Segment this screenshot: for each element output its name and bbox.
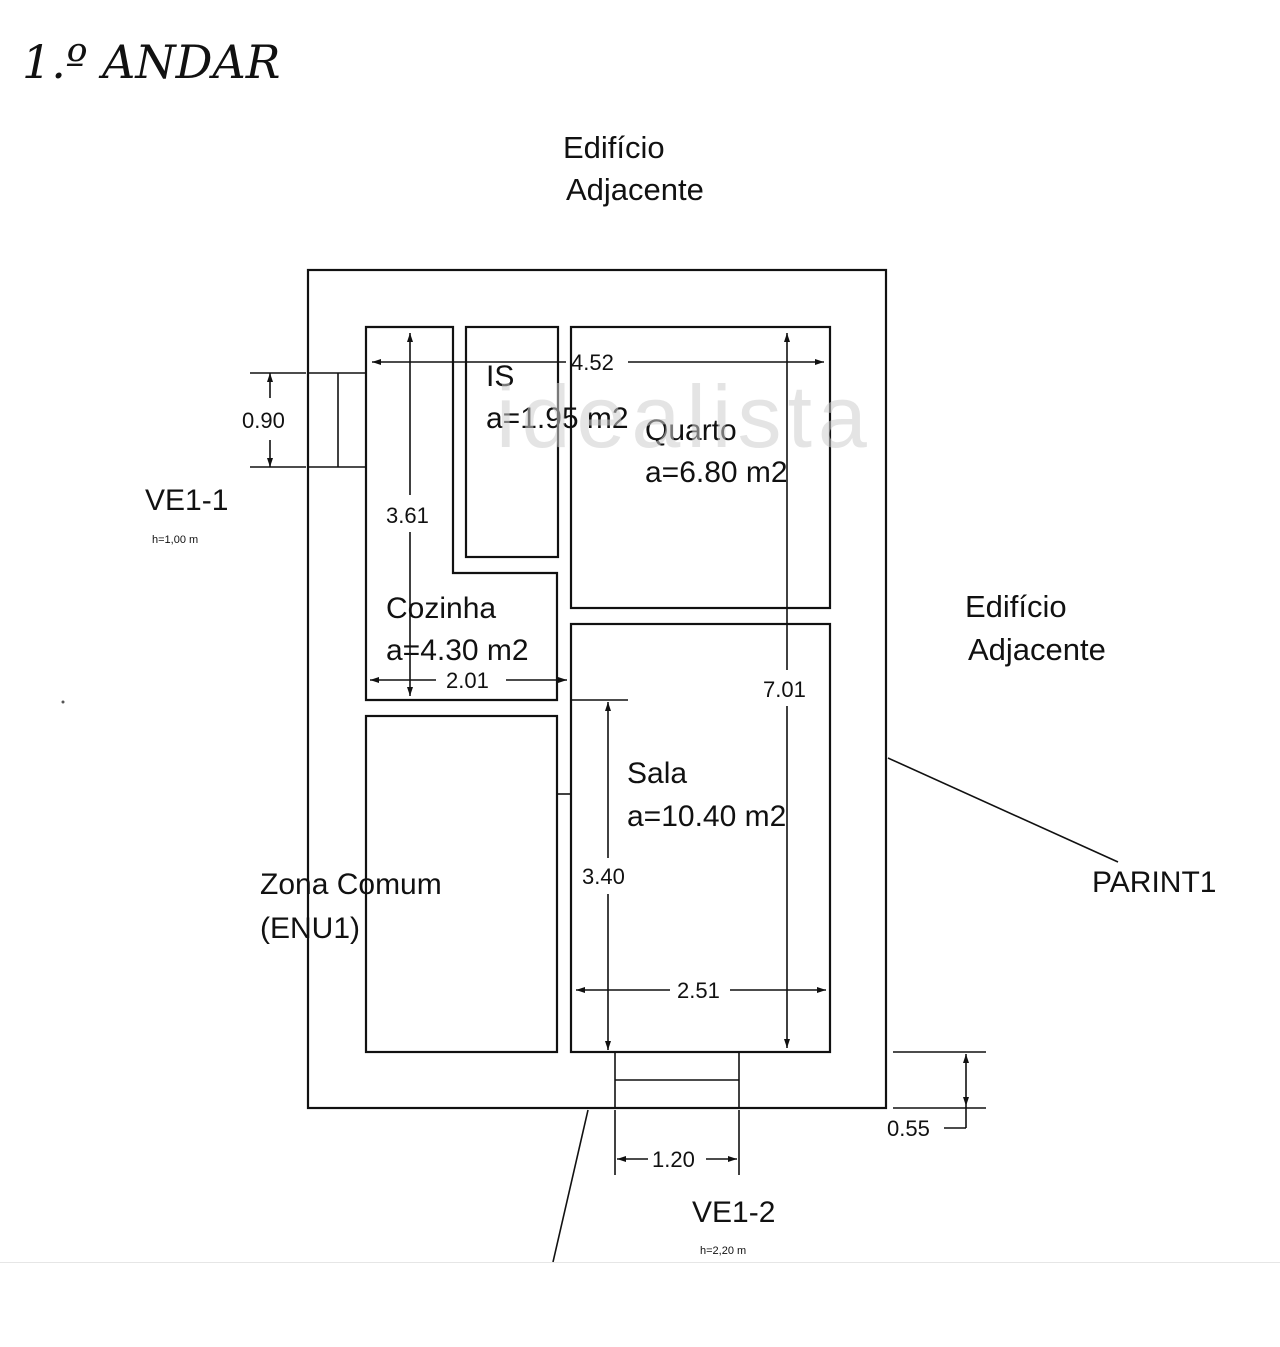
sala-room-name: Sala [627, 757, 687, 790]
cozinha-room [364, 325, 559, 702]
cozinha-room-name: Cozinha [386, 592, 496, 625]
adjacent-building-right-line2: Adjacente [968, 632, 1106, 667]
stray-dot [61, 700, 65, 704]
dim-251-label: 2.51 [677, 978, 720, 1003]
quarto-room-area: a=6.80 m2 [645, 456, 788, 489]
sala-room-area: a=10.40 m2 [627, 800, 786, 833]
outer-wall [306, 268, 888, 1110]
sala-room [569, 622, 832, 1054]
dim-340-label: 3.40 [582, 864, 625, 889]
leader-line-bottom [552, 1109, 589, 1262]
window-bottom-label: VE1-2 [692, 1196, 775, 1229]
window-bottom-height: h=2,20 m [700, 1245, 746, 1257]
window-left-height: h=1,00 m [152, 534, 198, 546]
leader-line-parint1 [887, 757, 1119, 863]
blank-footer [0, 1262, 1280, 1347]
quarto-room [569, 325, 832, 610]
dim-452-label: 4.52 [571, 350, 614, 375]
adjacent-building-right-line1: Edifício [965, 589, 1067, 624]
dim-090-label: 0.90 [242, 408, 285, 433]
is-room-name: IS [486, 360, 514, 393]
dim-701-label: 7.01 [763, 677, 806, 702]
window-left-label: VE1-1 [145, 484, 228, 517]
zona-comum-room [364, 714, 559, 1054]
watermark: idealista [496, 367, 873, 466]
dim-120-label: 1.20 [652, 1147, 695, 1172]
adjacent-building-top-line2: Adjacente [566, 172, 704, 207]
floor-title: 1.º ANDAR [22, 35, 280, 89]
is-room [464, 325, 560, 559]
is-room-area: a=1.95 m2 [486, 402, 629, 435]
dim-055-label: 0.55 [887, 1116, 930, 1141]
floor-plan: 1.º ANDAR Edifício Adjacente Edifício Ad… [22, 35, 1216, 1262]
wall-ref-label: PARINT1 [1092, 866, 1216, 899]
dim-201-label: 2.01 [446, 668, 489, 693]
zona-comum-code: (ENU1) [260, 912, 360, 945]
cozinha-room-area: a=4.30 m2 [386, 634, 529, 667]
adjacent-building-top-line1: Edifício [563, 130, 665, 165]
dim-361-label: 3.61 [386, 503, 429, 528]
quarto-room-name: Quarto [645, 414, 737, 447]
zona-comum-name: Zona Comum [260, 868, 442, 901]
